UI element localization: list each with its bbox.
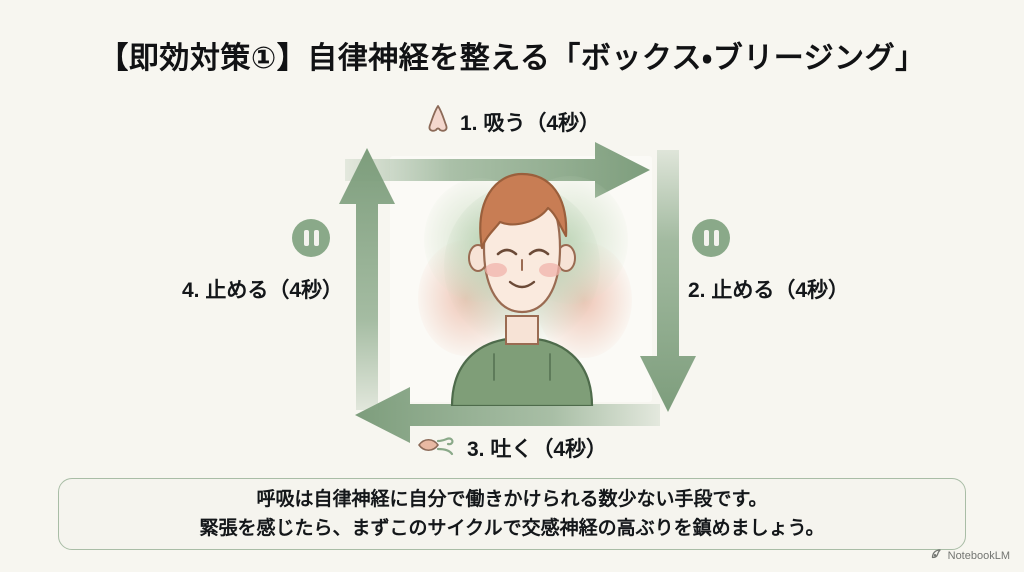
step-label-hold1-text: 2. 止める（4秒） (688, 279, 850, 302)
pause-icon-hold2 (292, 219, 330, 257)
step-label-inhale-text: 1. 吸う（4秒） (459, 112, 601, 135)
step-label-hold1: 2. 止める（4秒） (688, 274, 849, 304)
step-label-exhale-text: 3. 吐く（4秒） (466, 438, 608, 461)
box-breathing-diagram: 1. 吸う（4秒） 2. 止める（4秒） 3. 吐く（4秒） 4. 止める（4秒… (0, 88, 1024, 468)
summary-note-line-2: 緊張を感じたら、まずこのサイクルで交感神経の高ぶりを鎮めましょう。 (199, 517, 825, 539)
step-label-exhale: 3. 吐く（4秒） (0, 432, 1024, 464)
step-label-hold2: 4. 止める（4秒） (182, 274, 343, 304)
calm-person-illustration (408, 148, 636, 408)
summary-note-box: 呼吸は自律神経に自分で働きかけられる数少ない手段です。 緊張を感じたら、まずこの… (58, 478, 966, 550)
arrow-hold2-up-icon (337, 148, 397, 410)
notebooklm-logo-icon (931, 548, 944, 564)
summary-note-line-1: 呼吸は自律神経に自分で働きかけられる数少ない手段です。 (256, 488, 768, 510)
pause-bar (703, 230, 709, 246)
arrow-hold1-down-icon (638, 150, 698, 412)
step-label-inhale: 1. 吸う（4秒） (0, 104, 1024, 140)
pause-icon-hold1 (692, 219, 730, 257)
pause-bar (313, 230, 319, 246)
nose-icon (424, 104, 452, 140)
exhale-mouth-icon (417, 432, 459, 464)
pause-bar (303, 230, 309, 246)
pause-bar (713, 230, 719, 246)
notebooklm-watermark: NotebookLM (931, 548, 1010, 564)
step-label-hold2-text: 4. 止める（4秒） (182, 279, 344, 302)
arrow-exhale-left-icon (355, 385, 660, 445)
page-title: 【即効対策①】自律神経を整える「ボックス・ブリージング」 (98, 42, 926, 75)
notebooklm-label: NotebookLM (947, 550, 1010, 562)
arrow-inhale-right-icon (345, 140, 650, 200)
